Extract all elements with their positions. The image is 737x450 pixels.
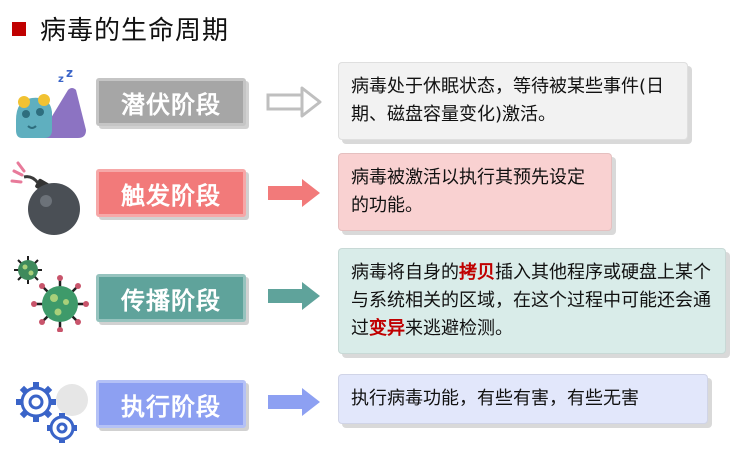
virus-icon	[14, 256, 89, 332]
stage-latent: z z 潜伏阶段 病毒处于休眠状态，等待被某些事件(日期、磁盘容量变化)激活。	[0, 58, 737, 148]
stage-label-spread: 传播阶段	[96, 274, 246, 322]
stage-description-spread: 病毒将自身的拷贝插入其他程序或硬盘上某个与系统相关的区域，在这个过程中可能还会通…	[338, 248, 726, 354]
stage-description-execute: 执行病毒功能，有些有害，有些无害	[338, 374, 708, 424]
stage-spread: 传播阶段 病毒将自身的拷贝插入其他程序或硬盘上某个与系统相关的区域，在这个过程中…	[0, 242, 737, 354]
arrow-right-icon	[268, 388, 320, 416]
page-title: 病毒的生命周期	[40, 16, 230, 46]
stage-description-latent: 病毒处于休眠状态，等待被某些事件(日期、磁盘容量变化)激活。	[338, 62, 688, 140]
description-highlight: 拷贝	[459, 262, 495, 283]
description-text: 病毒处于休眠状态，等待被某些事件(日期、磁盘容量变化)激活。	[351, 76, 665, 125]
description-text: 来逃避检测。	[405, 317, 513, 339]
description-highlight: 变异	[369, 317, 405, 339]
stage-execute: 执行阶段 执行病毒功能，有些有害，有些无害	[0, 360, 737, 450]
stage-label-latent: 潜伏阶段	[96, 78, 246, 126]
sleeping-creature-icon: z z	[16, 68, 86, 138]
stage-label-trigger: 触发阶段	[96, 169, 246, 217]
description-text: 病毒将自身的	[351, 262, 459, 283]
description-text: 执行病毒功能，有些有害，有些无害	[351, 388, 639, 409]
stage-label-execute: 执行阶段	[96, 380, 246, 428]
svg-text:z: z	[58, 74, 64, 85]
arrow-right-icon	[268, 282, 320, 310]
arrow-right-icon	[268, 179, 320, 207]
stage-description-trigger: 病毒被激活以执行其预先设定的功能。	[338, 153, 612, 231]
svg-text:z: z	[66, 68, 73, 80]
description-text: 病毒被激活以执行其预先设定的功能。	[351, 167, 585, 216]
title-bullet	[12, 21, 26, 36]
stage-trigger: 触发阶段 病毒被激活以执行其预先设定的功能。	[0, 145, 737, 235]
gears-icon	[16, 382, 88, 443]
arrow-right-icon	[266, 86, 322, 118]
description-text: 插入其他程序或硬盘上某个与系统相关的区域，在这个过程中可能还会通过	[351, 262, 711, 339]
header: 病毒的生命周期	[12, 10, 229, 47]
bomb-icon	[10, 161, 80, 235]
